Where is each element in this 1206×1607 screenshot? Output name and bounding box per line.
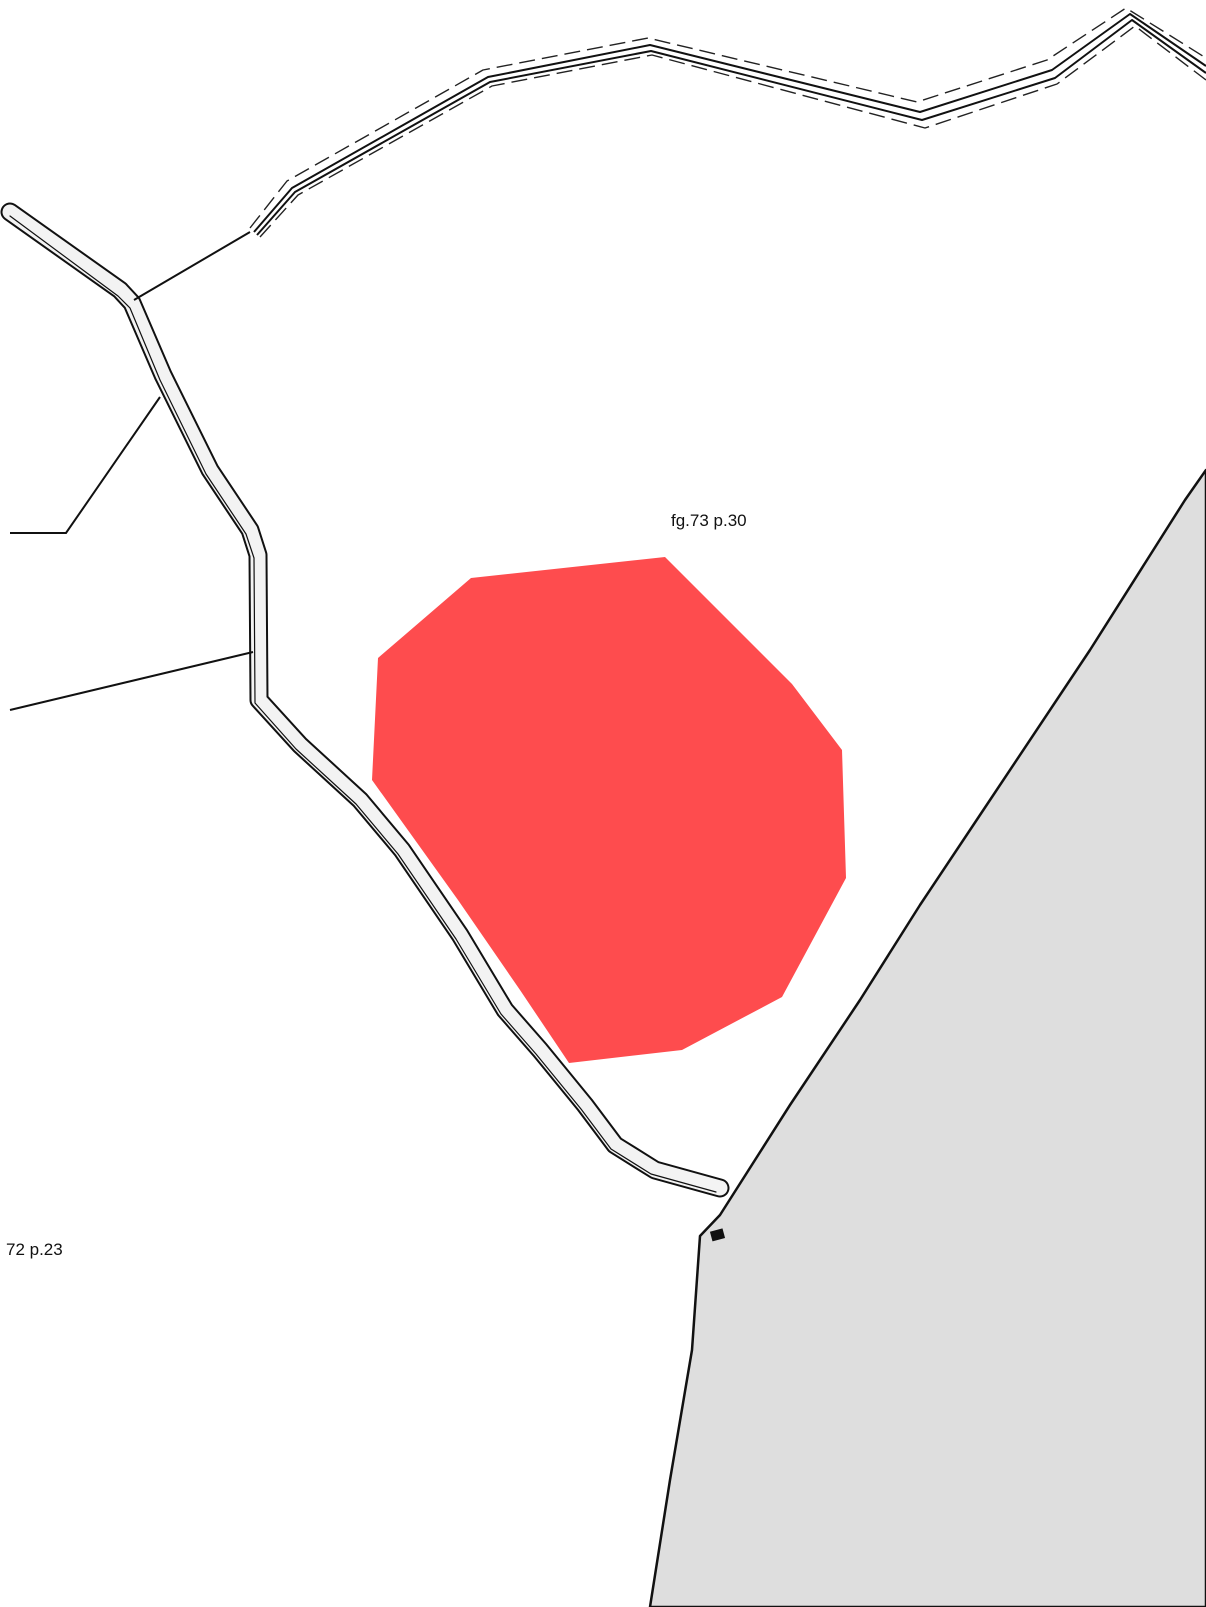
top-road-solid-a — [253, 13, 1206, 233]
top-road-outer-dash — [249, 7, 1206, 229]
parcel-label-main: fg.73 p.30 — [671, 511, 747, 530]
parcel-boundaries — [9, 231, 254, 711]
top-road — [249, 7, 1206, 238]
winding-road-centerline — [9, 215, 717, 1193]
highlighted-parcel[interactable] — [372, 557, 846, 1063]
winding-road — [0, 202, 730, 1198]
adjacent-parcel-grey[interactable] — [648, 468, 1206, 1607]
junction-marker[interactable] — [709, 1228, 726, 1242]
top-road-inner-dash — [259, 25, 1206, 238]
winding-road-fill — [2, 204, 728, 1196]
parcel-label-left: 72 p.23 — [6, 1240, 63, 1259]
top-road-solid-b — [256, 19, 1206, 236]
boundary-left-upper — [10, 396, 161, 534]
boundary-left-middle — [9, 651, 254, 711]
boundary-road-to-top — [133, 231, 251, 301]
